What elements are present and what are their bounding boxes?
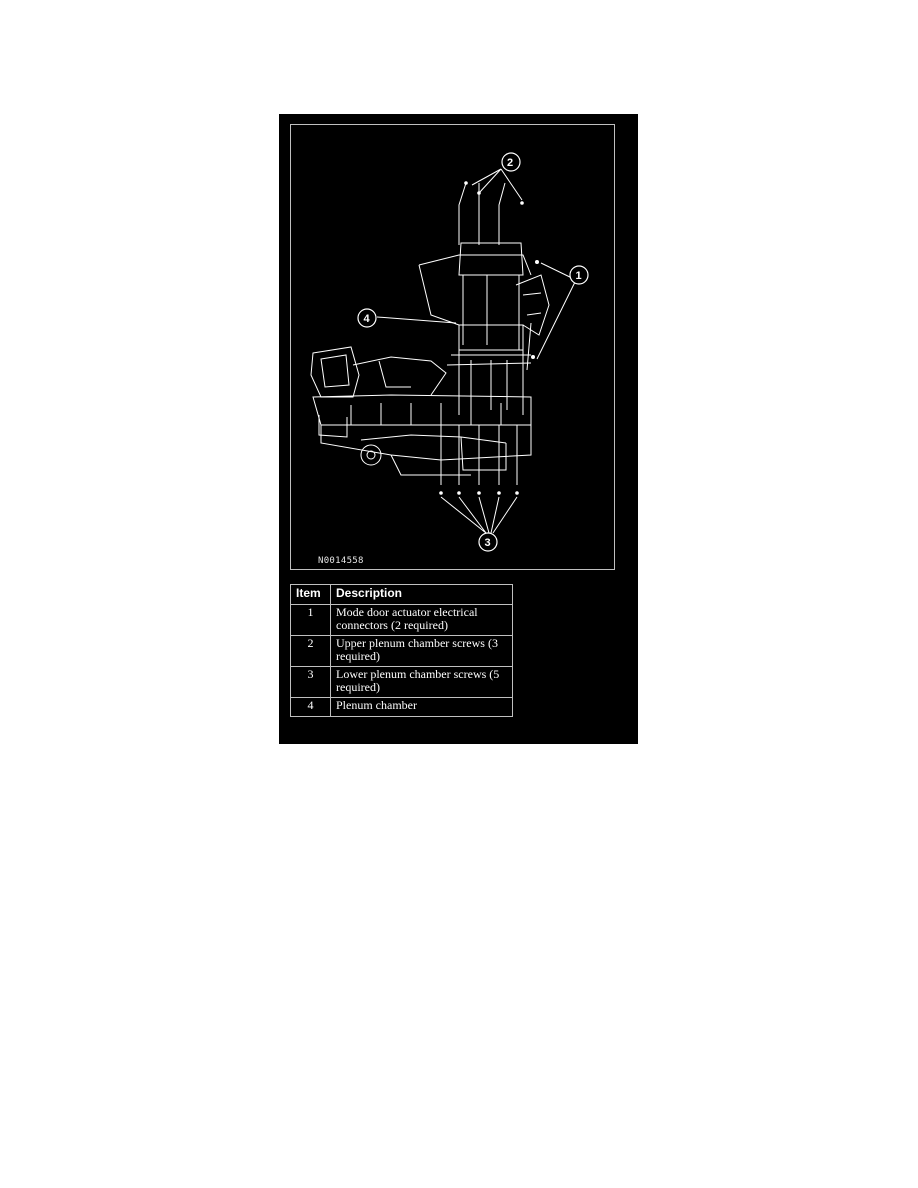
legend-item-number: 4 — [290, 697, 331, 717]
callout-2-label: 2 — [507, 157, 513, 169]
callout-3-circle — [478, 532, 498, 552]
table-row: 4 Plenum chamber — [290, 697, 513, 717]
callout-4-label: 4 — [364, 313, 371, 325]
plenum-chamber-illustration: 2 1 4 3 N0014558 — [290, 124, 615, 570]
legend-item-number: 2 — [290, 635, 331, 667]
legend-item-description: Mode door actuator electrical connectors… — [330, 604, 513, 636]
callout-3-label: 3 — [485, 537, 491, 549]
legend-header-row: Item Description — [290, 584, 513, 605]
legend-header-item: Item — [290, 584, 331, 605]
table-row: 3 Lower plenum chamber screws (5 require… — [290, 666, 513, 698]
legend-item-description: Plenum chamber — [330, 697, 513, 717]
figure-id: N0014558 — [318, 556, 364, 566]
legend-header-description: Description — [330, 584, 513, 605]
legend-item-number: 1 — [290, 604, 331, 636]
callout-1-label: 1 — [576, 270, 582, 282]
legend-item-description: Upper plenum chamber screws (3 required) — [330, 635, 513, 667]
legend-item-description: Lower plenum chamber screws (5 required) — [330, 666, 513, 698]
table-row: 1 Mode door actuator electrical connecto… — [290, 604, 513, 636]
legend-item-number: 3 — [290, 666, 331, 698]
table-row: 2 Upper plenum chamber screws (3 require… — [290, 635, 513, 667]
callout-1-circle — [569, 265, 589, 285]
callout-4-circle — [357, 308, 377, 328]
plenum-line-art: 2 1 4 3 — [310, 152, 589, 552]
legend-table: Item Description 1 Mode door actuator el… — [290, 584, 513, 717]
callout-2-circle — [501, 152, 521, 172]
figure-panel: 2 1 4 3 N0014558 Item Description 1 Mode… — [279, 114, 638, 744]
